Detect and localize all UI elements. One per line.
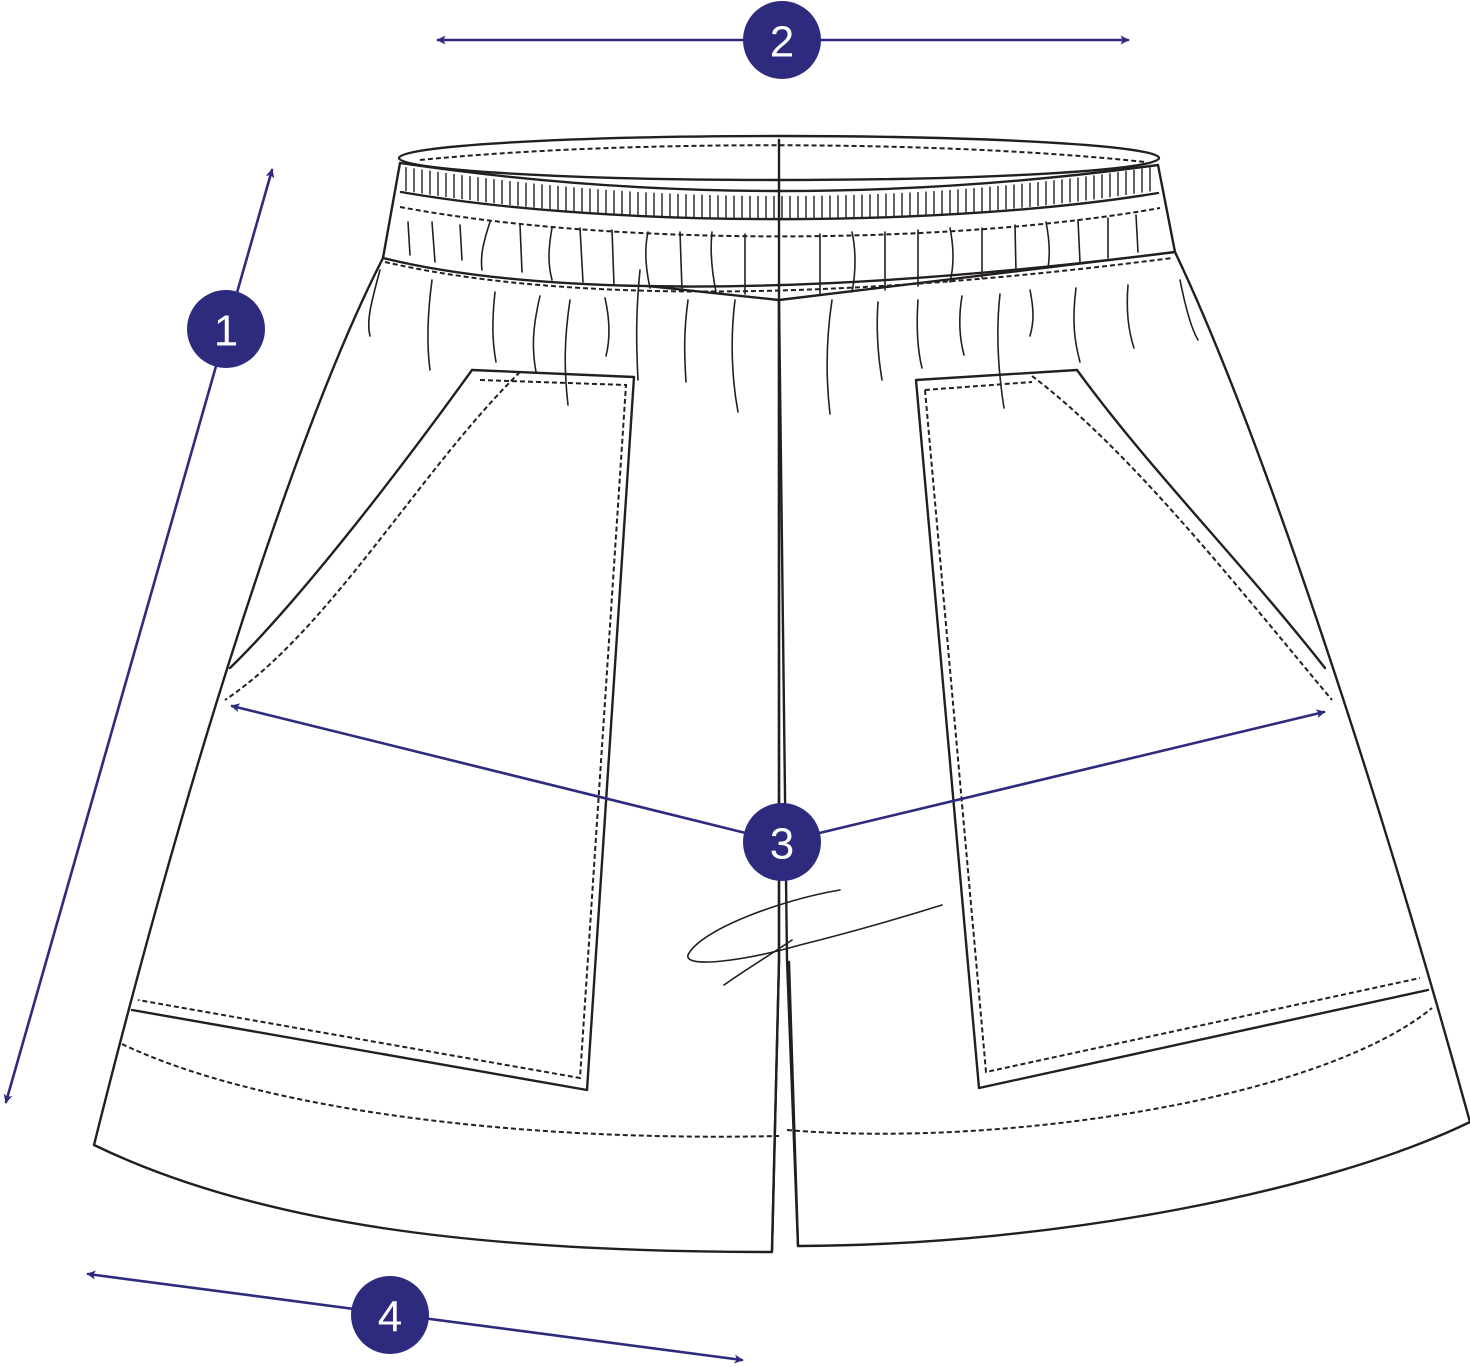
center-front-seam bbox=[770, 138, 781, 1252]
measure-line-3-right bbox=[780, 709, 1326, 844]
gather-lines bbox=[367, 214, 1199, 415]
center-back-seam bbox=[787, 960, 800, 1248]
drawstring bbox=[687, 889, 943, 963]
right-hem-stitch bbox=[786, 1007, 1433, 1135]
waistband-bottom-stitch bbox=[384, 257, 1173, 293]
badge-4: 4 bbox=[351, 1276, 429, 1354]
drawstring-end bbox=[723, 939, 793, 986]
right-pocket-opening-stitch bbox=[1031, 375, 1333, 701]
waistband-ribbing bbox=[405, 167, 1151, 220]
right-pocket-stitch bbox=[924, 381, 1421, 1074]
left-leg-panel bbox=[92, 256, 781, 1254]
badge-2-label: 2 bbox=[770, 18, 794, 67]
measure-line-3-left bbox=[230, 703, 784, 844]
shorts-drawing bbox=[92, 134, 1470, 1254]
left-pocket-bag bbox=[130, 368, 636, 1092]
measurement-badges: 1 2 3 4 bbox=[187, 1, 821, 1354]
badge-4-label: 4 bbox=[378, 1293, 402, 1342]
waistband-inner-stitch bbox=[419, 144, 1146, 163]
right-leg-panel bbox=[777, 250, 1470, 1248]
left-pocket-stitch bbox=[137, 379, 628, 1080]
badge-3-label: 3 bbox=[770, 820, 794, 869]
badge-1: 1 bbox=[187, 290, 265, 368]
badge-2: 2 bbox=[743, 1, 821, 79]
badge-3: 3 bbox=[743, 803, 821, 881]
badge-1-label: 1 bbox=[214, 307, 238, 356]
waistband-stitch-top bbox=[399, 190, 1160, 221]
right-pocket-bag bbox=[914, 368, 1430, 1090]
waistband-stitch-mid bbox=[399, 206, 1161, 238]
